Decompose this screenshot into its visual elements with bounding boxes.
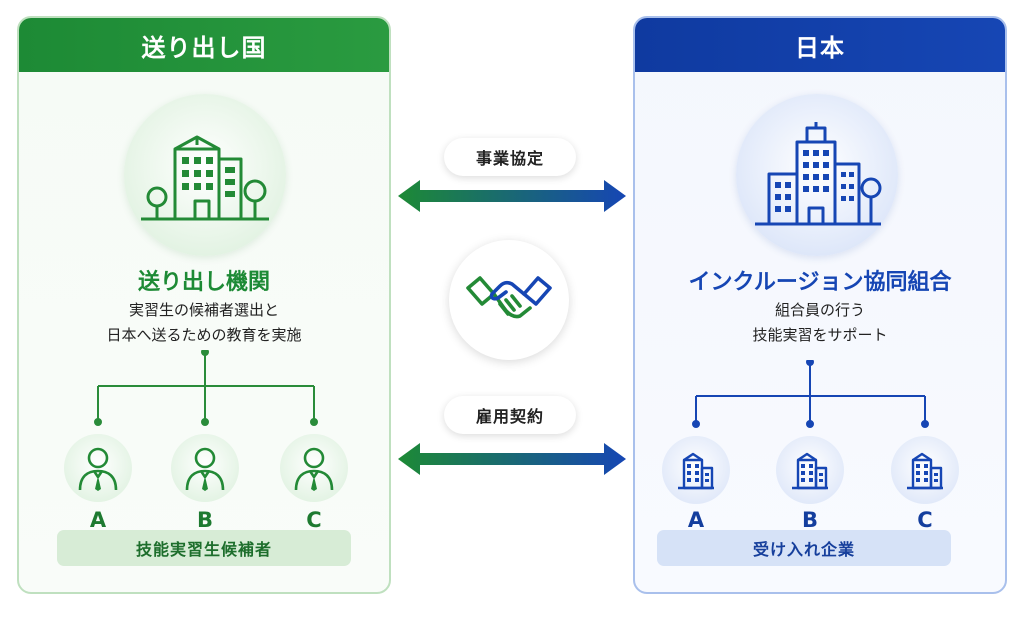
candidate-tree-lines (94, 350, 318, 426)
company-building-icon (907, 452, 943, 490)
cooperative-icon-circle (736, 94, 898, 256)
company-tree-lines (692, 360, 929, 428)
company-label-c: C (917, 508, 933, 532)
description-line-1: 組合員の行う (774, 301, 865, 319)
sending-organization-icon-circle (124, 94, 286, 256)
sending-organization-description: 実習生の候補者選出と 日本へ送るための教育を実施 (19, 298, 389, 348)
candidate-label-c: C (306, 508, 322, 532)
company-label-a: A (687, 508, 705, 532)
handshake-icon (466, 276, 552, 319)
building-icon (141, 135, 269, 221)
candidate-label-b: B (196, 508, 213, 532)
sending-organization-title: 送り出し機関 (137, 270, 270, 295)
company-building-icon (792, 452, 828, 490)
office-building-icon (755, 122, 882, 226)
japan-header: 日本 (635, 18, 1005, 72)
company-c-icon-circle (891, 436, 959, 504)
sending-country-header: 送り出し国 (19, 18, 389, 72)
japan-panel: 日本 (633, 16, 1007, 594)
employment-contract-label: 雇用契約 (444, 396, 576, 434)
cooperative-description: 組合員の行う 技能実習をサポート (635, 298, 1005, 348)
company-label-b: B (801, 508, 818, 532)
description-line-2: 技能実習をサポート (752, 326, 888, 344)
person-icon (78, 447, 118, 491)
candidate-a-icon-circle (64, 434, 132, 502)
candidate-c-icon-circle (280, 434, 348, 502)
employment-contract-arrow (398, 443, 626, 475)
business-agreement-label: 事業協定 (444, 138, 576, 176)
person-icon (294, 447, 334, 491)
company-b-icon-circle (776, 436, 844, 504)
description-line-1: 実習生の候補者選出と (128, 301, 279, 319)
candidate-b-icon-circle (171, 434, 239, 502)
business-agreement-arrow (398, 180, 626, 212)
person-icon (185, 447, 225, 491)
cooperative-title: インクルージョン協同組合 (688, 270, 952, 295)
description-line-2: 日本へ送るための教育を実施 (106, 326, 302, 344)
company-building-icon (678, 452, 714, 490)
candidates-footer-label: 技能実習生候補者 (57, 530, 351, 566)
sending-country-panel: 送り出し国 送り出し機関 実習生の候補 (17, 16, 391, 594)
handshake-icon-circle (449, 240, 569, 360)
candidate-label-a: A (89, 508, 107, 532)
company-a-icon-circle (662, 436, 730, 504)
companies-footer-label: 受け入れ企業 (657, 530, 951, 566)
